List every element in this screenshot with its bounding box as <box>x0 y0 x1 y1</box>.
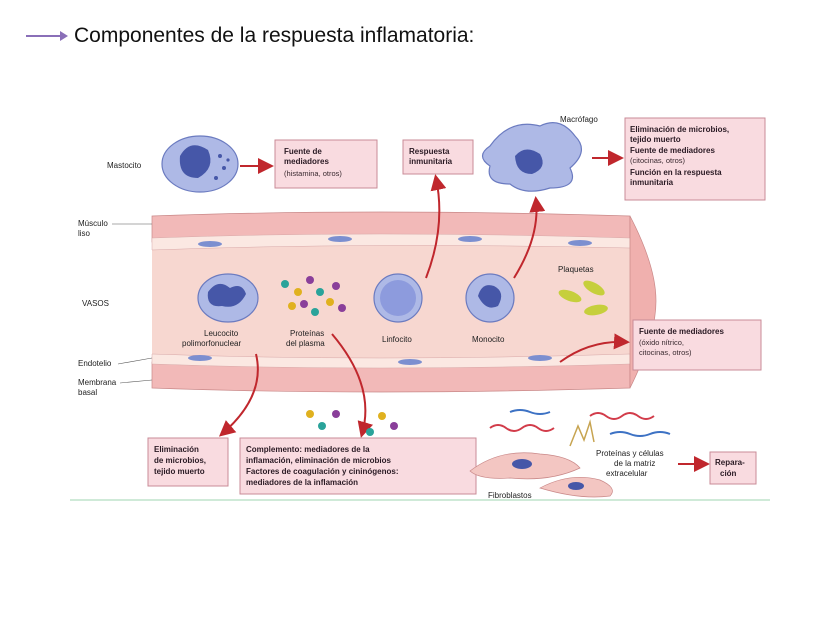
svg-text:polimorfonuclear: polimorfonuclear <box>182 339 241 348</box>
svg-text:Fuente de mediadores: Fuente de mediadores <box>630 146 715 155</box>
svg-text:del plasma: del plasma <box>286 339 325 348</box>
label-proteinas: Proteínas <box>290 329 324 338</box>
box-eliminacion: Eliminación de microbios, tejido muerto <box>147 437 229 487</box>
svg-text:de la matriz: de la matriz <box>614 459 655 468</box>
svg-text:(óxido nítrico,: (óxido nítrico, <box>639 338 684 347</box>
label-macrofago: Macrófago <box>560 115 598 124</box>
svg-text:Eliminación de microbios,: Eliminación de microbios, <box>630 125 729 134</box>
inflammation-diagram: Mastocito Fuente de mediadores (histamin… <box>70 115 770 501</box>
label-monocito: Monocito <box>472 335 505 344</box>
svg-text:liso: liso <box>78 229 91 238</box>
arrow-right-icon <box>26 31 68 41</box>
svg-text:Fuente de: Fuente de <box>284 147 322 156</box>
svg-text:inmunitaria: inmunitaria <box>630 178 674 187</box>
svg-text:citocinas, otros): citocinas, otros) <box>639 348 692 357</box>
box-reparacion: Repara- ción <box>709 451 757 485</box>
svg-text:(citocinas, otros): (citocinas, otros) <box>630 156 686 165</box>
box-respuesta: Respuesta inmunitaria <box>402 139 474 175</box>
page-title: Componentes de la respuesta inflamatoria… <box>74 24 475 47</box>
label-fibroblastos: Fibroblastos <box>488 491 532 500</box>
leukocyte-cell <box>197 273 259 323</box>
svg-text:mediadores: mediadores <box>284 157 329 166</box>
lymphocyte-cell <box>373 273 423 323</box>
box-complemento: Complemento: mediadores de la inflamació… <box>239 437 477 495</box>
plasma-proteins <box>281 276 346 316</box>
label-mastocito: Mastocito <box>107 161 142 170</box>
svg-text:Complemento: mediadores de la: Complemento: mediadores de la <box>246 445 370 454</box>
label-linfocito: Linfocito <box>382 335 412 344</box>
heading: Componentes de la respuesta inflamatoria… <box>24 22 474 50</box>
svg-text:inmunitaria: inmunitaria <box>409 157 453 166</box>
label-vasos: VASOS <box>82 299 109 308</box>
svg-text:mediadores de la inflamación: mediadores de la inflamación <box>246 478 358 487</box>
svg-text:Eliminación: Eliminación <box>154 445 199 454</box>
label-endotelio: Endotelio <box>78 359 112 368</box>
svg-text:inflamación, eliminación de mi: inflamación, eliminación de microbios <box>246 456 391 465</box>
svg-text:de microbios,: de microbios, <box>154 456 206 465</box>
svg-text:Repara-: Repara- <box>715 458 745 467</box>
box-mastocito: Fuente de mediadores (histamina, otros) <box>274 139 378 189</box>
svg-text:extracelular: extracelular <box>606 469 648 478</box>
svg-text:Respuesta: Respuesta <box>409 147 450 156</box>
svg-text:ción: ción <box>720 469 737 478</box>
label-musculo: Músculo <box>78 219 108 228</box>
svg-text:basal: basal <box>78 388 97 397</box>
extracellular-matrix <box>469 409 671 498</box>
monocyte-cell <box>465 273 515 323</box>
svg-text:tejido muerto: tejido muerto <box>630 135 681 144</box>
svg-text:Fuente de mediadores: Fuente de mediadores <box>639 327 724 336</box>
extravascular-proteins <box>306 410 398 436</box>
label-matriz: Proteínas y células <box>596 449 664 458</box>
label-membrana: Membrana <box>78 378 117 387</box>
box-endotelio: Fuente de mediadores (óxido nítrico, cit… <box>632 319 762 371</box>
platelets <box>558 280 608 316</box>
label-plaquetas: Plaquetas <box>558 265 594 274</box>
label-leucocito: Leucocito <box>204 329 239 338</box>
svg-text:Factores de coagulación y cini: Factores de coagulación y cininógenos: <box>246 467 398 476</box>
mastocyte-cell <box>161 135 239 193</box>
svg-text:(histamina, otros): (histamina, otros) <box>284 169 342 178</box>
box-macrofago: Eliminación de microbios, tejido muerto … <box>624 117 766 201</box>
macrophage-cell <box>481 122 582 192</box>
svg-text:tejido muerto: tejido muerto <box>154 467 205 476</box>
svg-text:Función en la respuesta: Función en la respuesta <box>630 168 722 177</box>
